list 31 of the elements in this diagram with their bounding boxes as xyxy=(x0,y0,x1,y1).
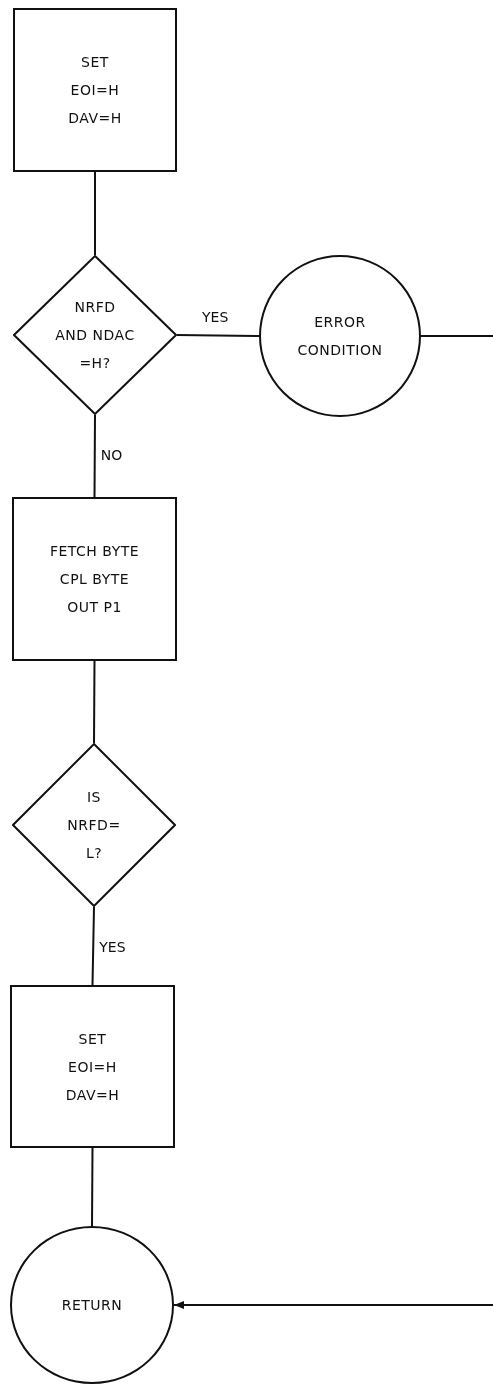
arrow xyxy=(173,1301,493,1309)
process-box xyxy=(10,985,175,1148)
node-text: DAV=H xyxy=(68,109,122,128)
decision-diamond xyxy=(12,743,176,907)
connector-line xyxy=(93,660,96,744)
node-text: AND NDAC xyxy=(55,326,135,345)
decision-diamond xyxy=(13,255,177,415)
node-text: CPL BYTE xyxy=(59,570,130,589)
connector-line xyxy=(91,906,95,986)
connector-line xyxy=(94,171,96,256)
node-text: ERROR xyxy=(314,313,366,332)
node-text: =H? xyxy=(79,354,111,373)
node-text: CONDITION xyxy=(297,341,383,360)
node-text: IS xyxy=(87,788,101,807)
node-text: DAV=H xyxy=(65,1085,120,1105)
node-text: FETCH BYTE xyxy=(49,542,140,561)
node-text: RETURN xyxy=(61,1296,123,1315)
node-text: NRFD xyxy=(74,298,116,317)
node-text: SET xyxy=(81,53,109,72)
connector-line xyxy=(91,1147,94,1227)
node-text: SET xyxy=(78,1029,107,1049)
node-text: EOI=H xyxy=(68,1057,117,1077)
connector-line xyxy=(93,414,96,498)
connector-line xyxy=(420,335,493,337)
process-box xyxy=(12,497,177,661)
connector-line xyxy=(176,334,260,337)
process-box xyxy=(13,8,177,172)
node-text: NRFD= xyxy=(67,816,121,835)
node-text: OUT P1 xyxy=(67,598,122,617)
node-text: EOI=H xyxy=(70,81,120,100)
node-text: L? xyxy=(85,844,103,863)
